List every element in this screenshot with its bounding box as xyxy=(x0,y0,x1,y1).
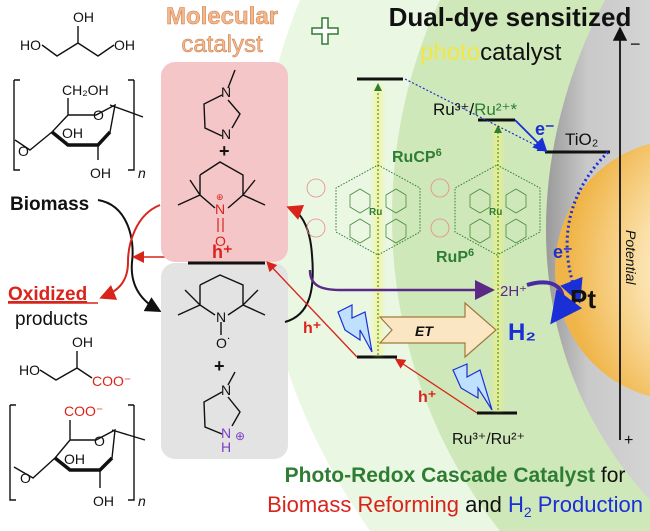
rup6-excitation-glow xyxy=(494,125,502,410)
electron-to-pt-path xyxy=(560,150,610,304)
svg-text:HO: HO xyxy=(20,37,41,53)
svg-text:O: O xyxy=(18,143,29,159)
hole-label-2: h⁺ xyxy=(418,389,436,406)
biomass-label: Biomass xyxy=(10,194,89,215)
rucp6-dye-molecule: Ru xyxy=(306,164,450,256)
reduced-catalyst-box xyxy=(161,263,288,459)
svg-text:OH: OH xyxy=(93,493,114,509)
svg-text:O: O xyxy=(94,433,105,449)
heading-molecular: Molecular xyxy=(166,3,278,30)
svg-text:OH: OH xyxy=(90,165,111,181)
heading-photocatalyst: photocatalyst xyxy=(420,39,562,66)
tempo-structure: N O˙ xyxy=(177,274,266,351)
footer-line-1: Photo-Redox Cascade Catalyst for xyxy=(285,464,626,487)
ru-ground-state-label: Ru³⁺/Ru²⁺ xyxy=(452,431,525,448)
svg-text:O: O xyxy=(93,107,104,123)
electron-label-1: e⁻ xyxy=(535,119,555,139)
svg-text:O: O xyxy=(215,233,226,249)
heading-dual-dye: Dual-dye sensitized xyxy=(389,2,632,32)
tio2-label: TiO₂ xyxy=(565,130,598,149)
svg-text:OH: OH xyxy=(62,125,83,141)
svg-text:OH: OH xyxy=(73,9,94,25)
plus-top: + xyxy=(219,141,230,161)
imidazole-top: N N xyxy=(203,69,241,142)
pt-particle xyxy=(555,143,650,397)
plus-icon xyxy=(311,17,339,45)
svg-text:COO⁻: COO⁻ xyxy=(92,373,131,389)
ru-excited-state-label: Ru³⁺/Ru²⁺* xyxy=(433,100,517,119)
potential-plus: + xyxy=(624,432,633,449)
svg-text:H: H xyxy=(221,439,231,455)
glycerol-structure: OH HO OH xyxy=(20,9,135,57)
lightning-icon-2 xyxy=(452,363,493,411)
svg-text:HO: HO xyxy=(19,362,40,378)
lightning-icon-1 xyxy=(337,304,373,353)
svg-text:O˙: O˙ xyxy=(216,335,232,351)
rup6-label: RuP6 xyxy=(436,247,474,266)
oxidized-catalyst-box xyxy=(161,62,288,262)
rucp6-label: RuCP6 xyxy=(392,147,442,166)
svg-text:n: n xyxy=(138,165,146,181)
svg-text:OH: OH xyxy=(72,334,93,350)
regeneration-arrow xyxy=(284,205,314,323)
hole-arrow-2 xyxy=(394,358,478,414)
cellulose-structure: CH₂OH O OH OH O n xyxy=(13,79,146,181)
oxidized-arrow xyxy=(99,204,161,300)
svg-text:N: N xyxy=(216,309,226,325)
svg-text:Ru: Ru xyxy=(489,207,502,218)
potential-minus: − xyxy=(630,34,641,54)
products-label: products xyxy=(15,309,88,330)
imidazolium-structure: N N H ⊕ xyxy=(203,371,245,455)
svg-text:OH: OH xyxy=(64,451,85,467)
svg-text:⊕: ⊕ xyxy=(216,192,224,202)
oxoammonium-structure: N ⊕ O xyxy=(177,161,266,249)
energy-transfer-arrow: ET xyxy=(378,301,497,359)
rucp6-excitation-glow xyxy=(374,85,382,355)
hole-label-1: h⁺ xyxy=(303,320,321,337)
h2-label: H₂ xyxy=(508,319,536,346)
svg-text:n: n xyxy=(138,493,146,509)
svg-text:O: O xyxy=(20,470,31,486)
svg-text:ET: ET xyxy=(415,323,434,339)
svg-text:Ru: Ru xyxy=(369,207,382,218)
potential-label: Potential xyxy=(623,230,639,285)
svg-text:CH₂OH: CH₂OH xyxy=(62,82,109,98)
glycerate-structure: OH HO COO⁻ xyxy=(19,334,131,389)
oxidized-cellulose-structure: COO⁻ O OH OH O n xyxy=(9,403,146,509)
pt-label: Pt xyxy=(570,284,596,314)
rup6-electron-injection xyxy=(514,119,548,153)
svg-text:N: N xyxy=(221,126,231,142)
potential-axis: − + Potential xyxy=(612,26,641,449)
h2-evolution-arrow xyxy=(526,280,583,325)
rup6-dye-molecule: Ru xyxy=(454,164,541,256)
svg-text:N: N xyxy=(215,201,225,217)
svg-text:N: N xyxy=(221,425,231,441)
proton-arrow xyxy=(308,269,495,300)
svg-text:N: N xyxy=(221,382,231,398)
two-h-plus-label: 2H⁺ xyxy=(500,283,527,300)
svg-text:N: N xyxy=(221,84,231,100)
svg-text:COO⁻: COO⁻ xyxy=(64,403,103,419)
hole-arrow-1 xyxy=(266,261,358,358)
plus-bottom: + xyxy=(214,356,225,376)
hole-label-box: h⁺ xyxy=(212,242,233,262)
electron-label-2: e⁻ xyxy=(553,242,573,262)
footer-line-2: Biomass Reforming and H2 Production xyxy=(267,492,643,520)
heading-catalyst: catalyst xyxy=(181,31,263,58)
svg-text:⊕: ⊕ xyxy=(235,429,245,443)
oxidized-label: Oxidized xyxy=(8,284,87,305)
svg-text:OH: OH xyxy=(114,37,135,53)
